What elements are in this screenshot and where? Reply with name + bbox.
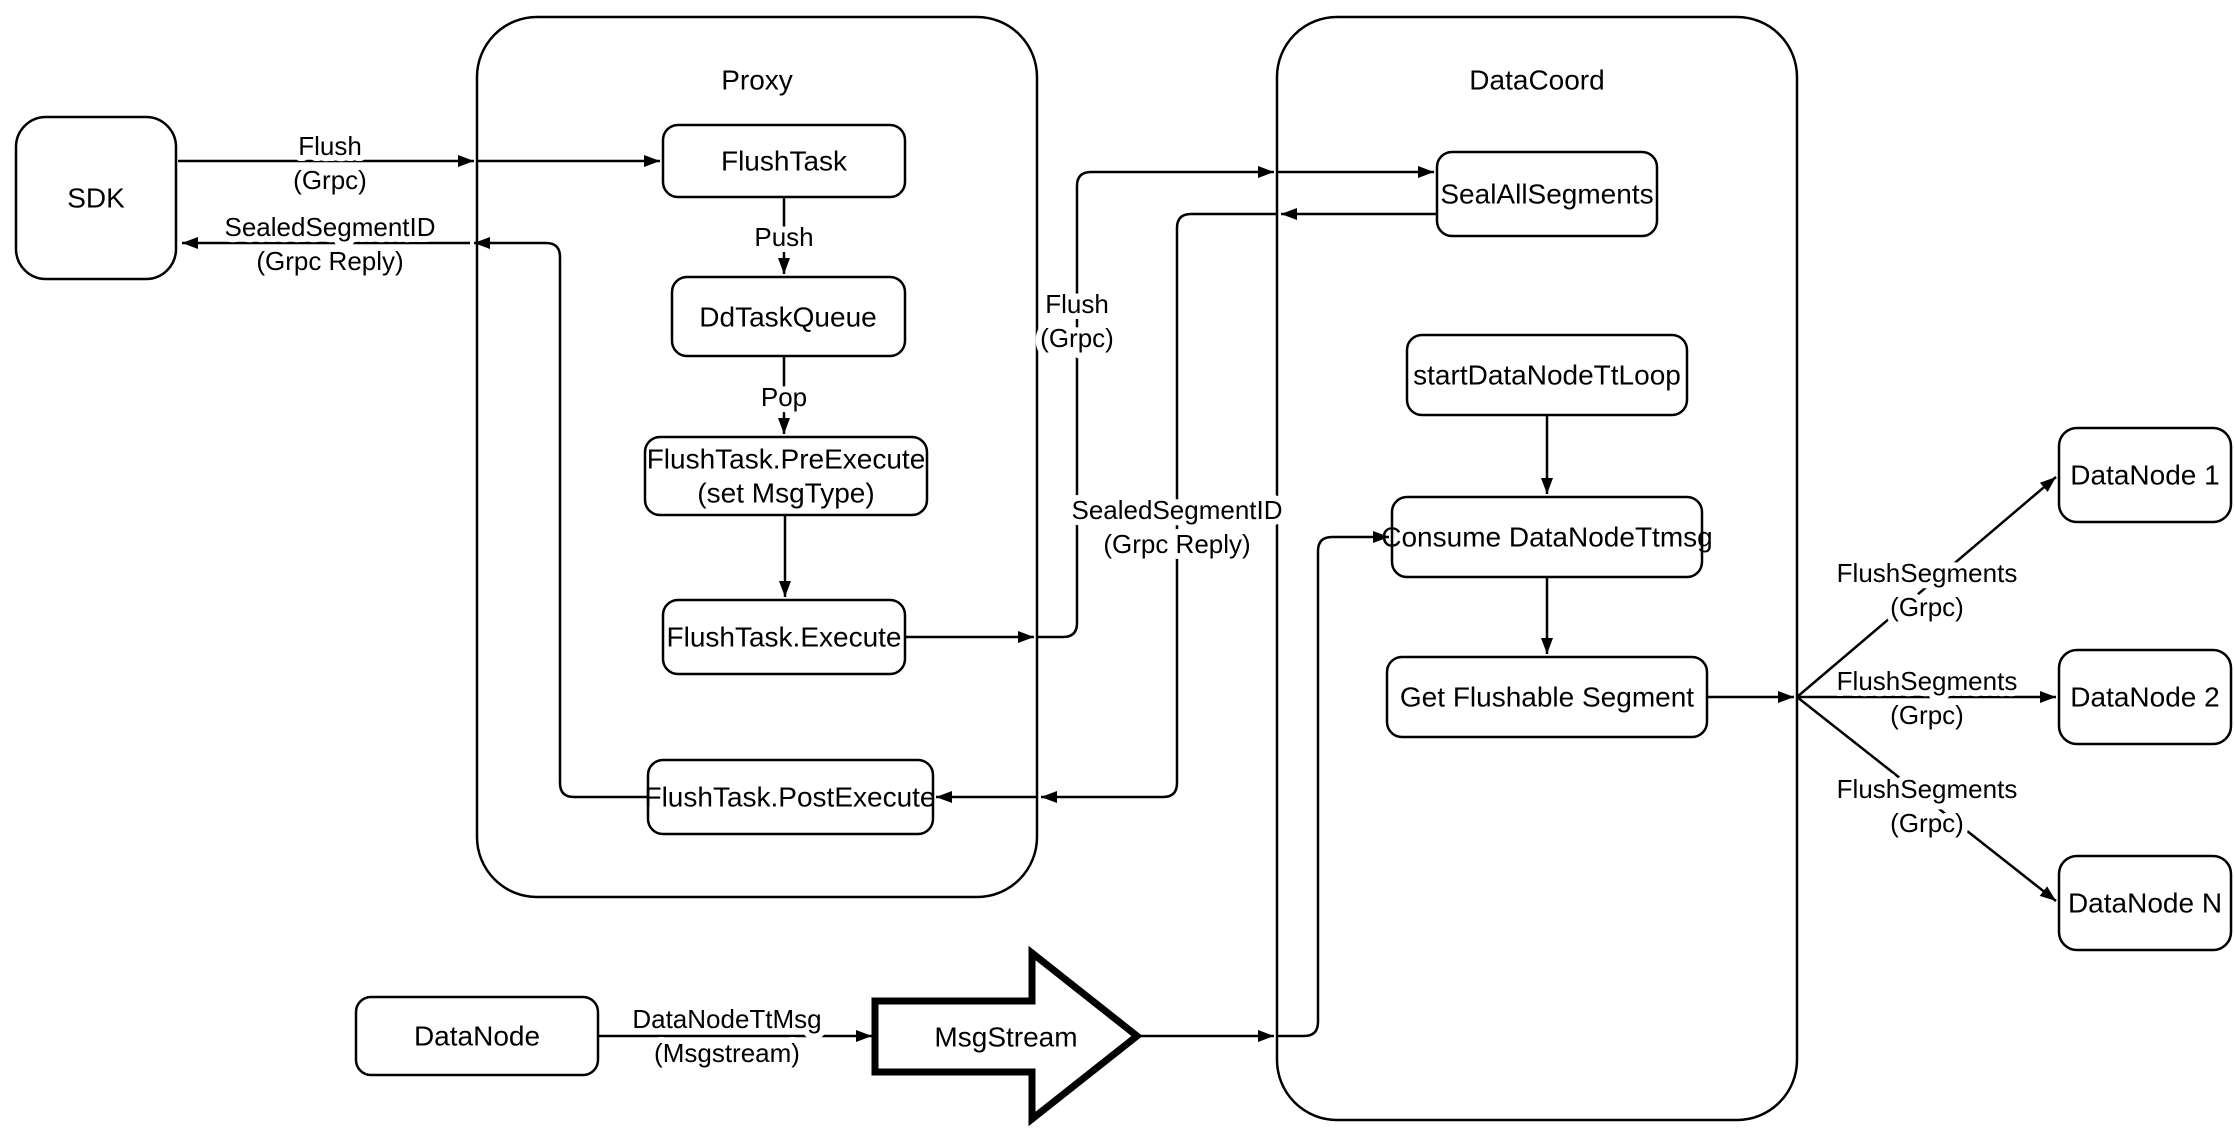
- label-sealed-reply-sdk-line1: SealedSegmentID: [224, 212, 435, 242]
- execute-node: [661, 598, 907, 676]
- msgstream-block-arrow: [871, 945, 1143, 1127]
- datanode-label: DataNode: [414, 1021, 540, 1052]
- nodes-layer: SDK FlushTask DdTaskQueue FlushTask.PreE…: [14, 115, 2233, 1127]
- getflushablesegment-node: [1385, 655, 1709, 739]
- sdk-node: [14, 115, 178, 281]
- sealallsegments-label: SealAllSegments: [1440, 179, 1653, 210]
- label-flushsegments-1-line2: (Grpc): [1890, 592, 1964, 622]
- label-datanodettmsg-line2: (Msgstream): [654, 1038, 800, 1068]
- execute-label: FlushTask.Execute: [667, 622, 902, 653]
- edge-flush-to-datacoord-edge: [1037, 166, 1274, 639]
- label-sealed-reply-sdk-line2: (Grpc Reply): [256, 246, 403, 276]
- proxy-title: Proxy: [721, 65, 793, 96]
- edge-flushsegments-datanoden: [1796, 696, 2057, 902]
- ddtaskqueue-label: DdTaskQueue: [699, 302, 876, 333]
- preexecute-node: [643, 435, 929, 517]
- label-flush-datacoord-line2: (Grpc): [1040, 323, 1114, 353]
- datanoden-node: [2057, 854, 2233, 952]
- datanode2-label: DataNode 2: [2070, 682, 2219, 713]
- edge-reply-to-proxy-edge: [1041, 212, 1277, 803]
- label-sealed-reply-proxy-line1: SealedSegmentID: [1071, 495, 1282, 525]
- sdk-label: SDK: [67, 183, 125, 214]
- preexecute-label-line2: (set MsgType): [697, 478, 874, 509]
- edge-labels-layer: Flush (Grpc) SealedSegmentID (Grpc Reply…: [218, 125, 2023, 1074]
- label-flushsegments-1-line1: FlushSegments: [1837, 558, 2018, 588]
- preexecute-label-line1: FlushTask.PreExecute: [647, 444, 926, 475]
- edge-msgstream-to-consume: [1277, 531, 1389, 1038]
- label-flush-sdk-line1: Flush: [298, 131, 362, 161]
- label-flushsegments-n-line2: (Grpc): [1890, 808, 1964, 838]
- label-push: Push: [754, 222, 813, 252]
- datanode1-node: [2057, 426, 2233, 524]
- label-flush-sdk-line2: (Grpc): [293, 165, 367, 195]
- label-pop: Pop: [761, 382, 807, 412]
- postexecute-label: FlushTask.PostExecute: [644, 782, 935, 813]
- consume-datanodettmsg-label: Consume DataNodeTtmsg: [1381, 522, 1712, 553]
- flushtask-label: FlushTask: [721, 146, 848, 177]
- label-flushsegments-2-line2: (Grpc): [1890, 700, 1964, 730]
- datacoord-title: DataCoord: [1469, 65, 1604, 96]
- datanoden-label: DataNode N: [2068, 888, 2222, 919]
- edges-layer: [178, 155, 2057, 1042]
- getflushablesegment-label: Get Flushable Segment: [1400, 682, 1694, 713]
- flushtask-node: [661, 123, 907, 199]
- label-flushsegments-n-line1: FlushSegments: [1837, 774, 2018, 804]
- msgstream-label: MsgStream: [934, 1022, 1077, 1053]
- sealallsegments-node: [1435, 150, 1659, 238]
- edge-flushsegments-datanode1: [1796, 476, 2057, 698]
- label-datanodettmsg-line1: DataNodeTtMsg: [632, 1004, 821, 1034]
- datanode2-node: [2057, 648, 2233, 746]
- ddtaskqueue-node: [670, 275, 907, 358]
- edge-reply-postexecute-to-proxy-edge: [474, 237, 648, 799]
- consume-datanodettmsg-node: [1390, 495, 1704, 579]
- label-flush-datacoord-line1: Flush: [1045, 289, 1109, 319]
- label-sealed-reply-proxy-line2: (Grpc Reply): [1103, 529, 1250, 559]
- startdatanodettloop-label: startDataNodeTtLoop: [1413, 360, 1681, 391]
- label-flushsegments-2-line1: FlushSegments: [1837, 666, 2018, 696]
- postexecute-node: [646, 758, 935, 836]
- datanode1-label: DataNode 1: [2070, 460, 2219, 491]
- datanode-node: [354, 995, 600, 1077]
- startdatanodettloop-node: [1405, 333, 1689, 417]
